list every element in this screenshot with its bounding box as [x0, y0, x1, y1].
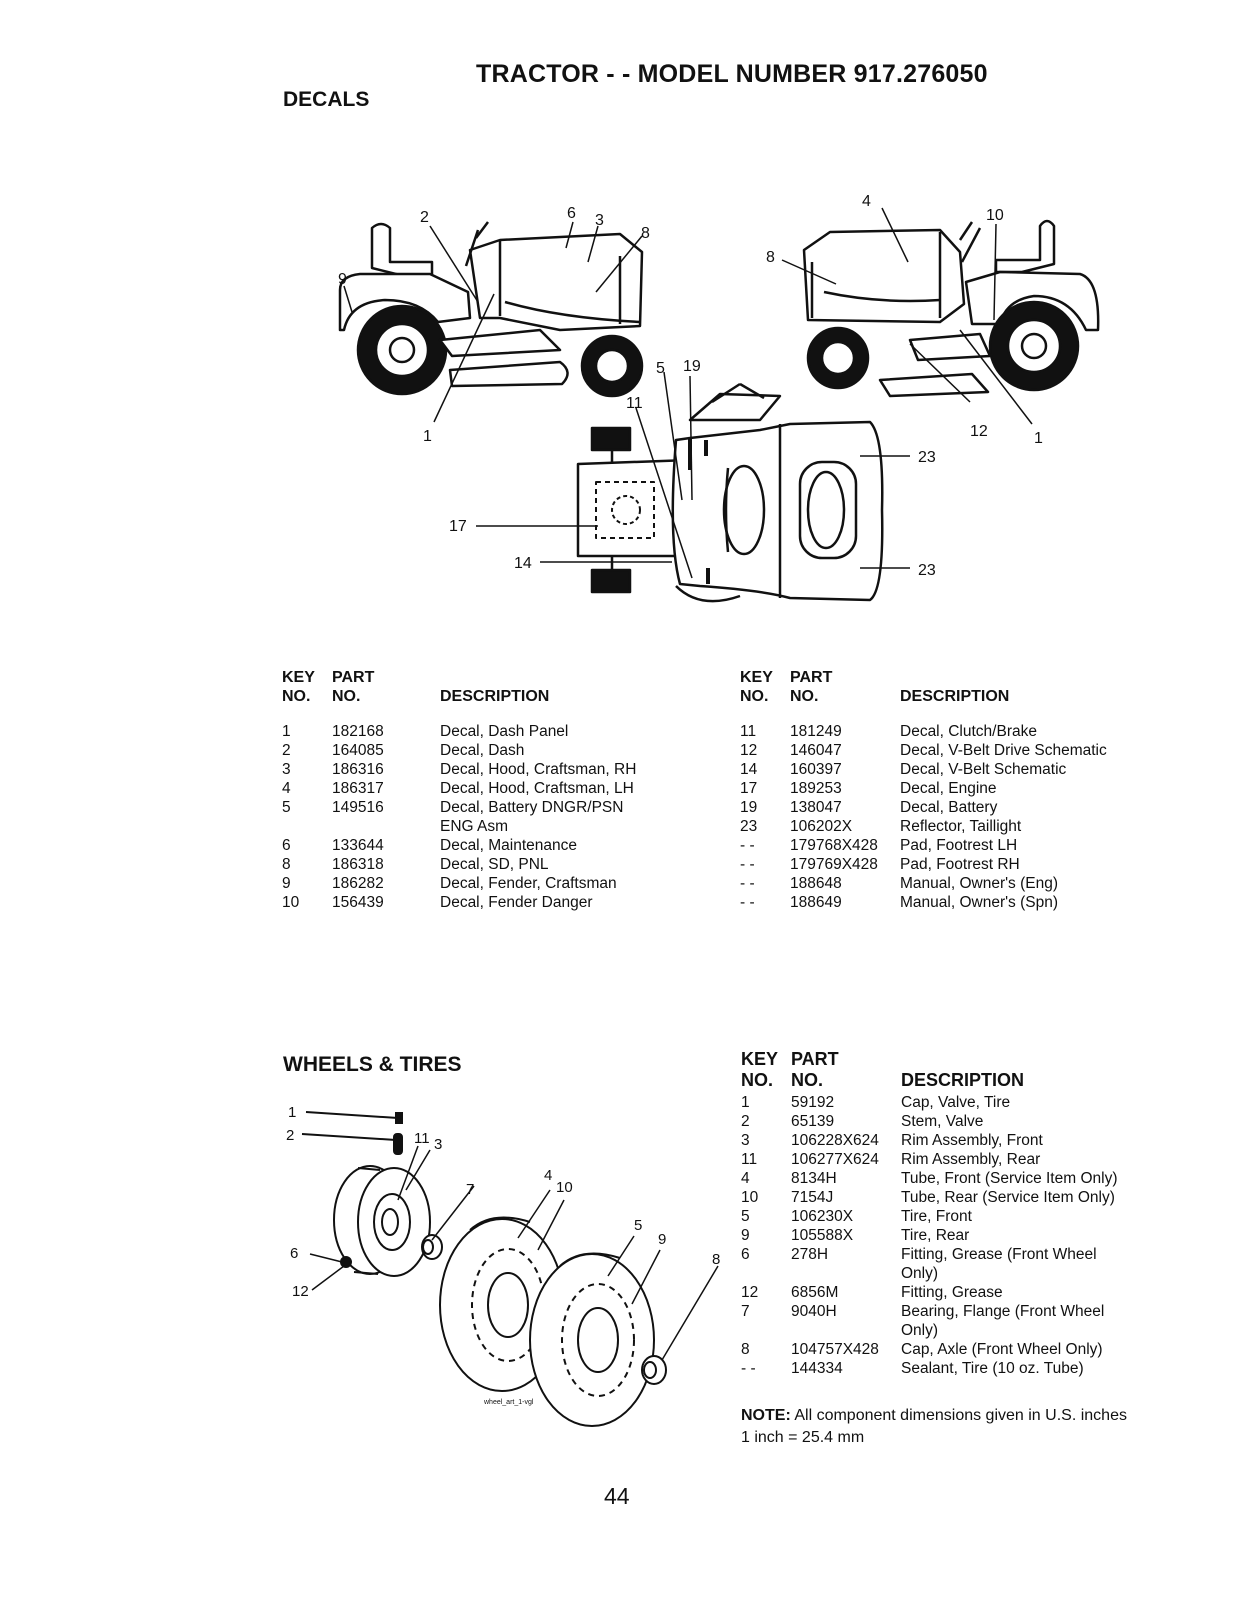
callout-23-lower: 23 [918, 562, 936, 579]
col-part-bottom: NO. [790, 688, 819, 705]
wheel-callout-7: 7 [466, 1181, 474, 1198]
dimensions-note: NOTE: All component dimensions given in … [741, 1405, 1127, 1449]
table-row-continuation: Only) [901, 1322, 939, 1339]
callout-11: 11 [626, 395, 643, 412]
callout-23-upper: 23 [918, 449, 936, 466]
col-part-bottom: NO. [791, 1070, 824, 1090]
table-row-continuation: ENG Asm [440, 818, 509, 835]
callout-6: 6 [567, 205, 576, 222]
note-text: All component dimensions given in U.S. i… [790, 1407, 1127, 1424]
col-part-top: PART [791, 1049, 839, 1069]
wheel-callout-5: 5 [634, 1217, 642, 1234]
left-tractor-illustration [338, 221, 644, 398]
callout-1-right: 1 [1034, 430, 1043, 447]
wheels-tires-diagram: 1 2 11 3 4 10 7 5 9 6 12 8 wheel_art_1-v… [286, 1104, 720, 1427]
callout-19: 19 [683, 358, 701, 375]
callout-12: 12 [970, 423, 988, 440]
col-key-top: KEY [282, 669, 315, 686]
col-key-bottom: NO. [741, 1070, 774, 1090]
callout-14: 14 [514, 555, 532, 572]
col-description: DESCRIPTION [901, 1070, 1025, 1090]
col-key-bottom: NO. [282, 688, 311, 705]
callout-3: 3 [595, 212, 604, 229]
wheel-callout-9: 9 [658, 1231, 666, 1248]
callout-5: 5 [656, 360, 665, 377]
callout-9: 9 [338, 271, 347, 288]
table-row-continuation: Only) [901, 1265, 939, 1282]
wheel-callout-6: 6 [290, 1245, 298, 1262]
callout-2: 2 [420, 209, 429, 226]
page-title: TRACTOR - - MODEL NUMBER 917.276050 [476, 60, 988, 88]
col-key-top: KEY [741, 1049, 779, 1069]
callout-1: 1 [423, 428, 432, 445]
col-description: DESCRIPTION [900, 688, 1010, 705]
col-description: DESCRIPTION [440, 688, 550, 705]
note-label: NOTE: [741, 1407, 791, 1424]
col-part-top: PART [332, 669, 375, 686]
wheel-callout-1: 1 [288, 1104, 296, 1121]
art-reference-label: wheel_art_1-vgl [483, 1399, 534, 1406]
callout-8: 8 [641, 225, 650, 242]
wheel-callout-8: 8 [712, 1251, 720, 1268]
col-part-bottom: NO. [332, 688, 361, 705]
wheel-callout-12: 12 [292, 1283, 309, 1300]
callout-17: 17 [449, 518, 467, 535]
col-key-bottom: NO. [740, 688, 769, 705]
note-conversion: 1 inch = 25.4 mm [741, 1429, 865, 1446]
top-view-illustration [576, 382, 884, 603]
decals-diagram: 2 6 3 8 9 1 4 10 8 12 1 5 19 11 23 23 17… [338, 193, 1100, 603]
page-number: 44 [604, 1483, 630, 1509]
col-key-top: KEY [740, 669, 773, 686]
callout-8-right: 8 [766, 249, 775, 266]
wheel-callout-11: 11 [414, 1130, 430, 1147]
decals-heading: DECALS [283, 88, 370, 111]
col-part-top: PART [790, 669, 833, 686]
wheel-callout-2: 2 [286, 1127, 294, 1144]
wheel-callout-3: 3 [434, 1136, 442, 1153]
wheels-tires-heading: WHEELS & TIRES [283, 1053, 462, 1076]
right-tractor-illustration [802, 219, 1100, 398]
wheel-callout-4: 4 [544, 1167, 552, 1184]
callout-10: 10 [986, 207, 1004, 224]
wheel-callout-10: 10 [556, 1179, 573, 1196]
callout-4: 4 [862, 193, 871, 210]
